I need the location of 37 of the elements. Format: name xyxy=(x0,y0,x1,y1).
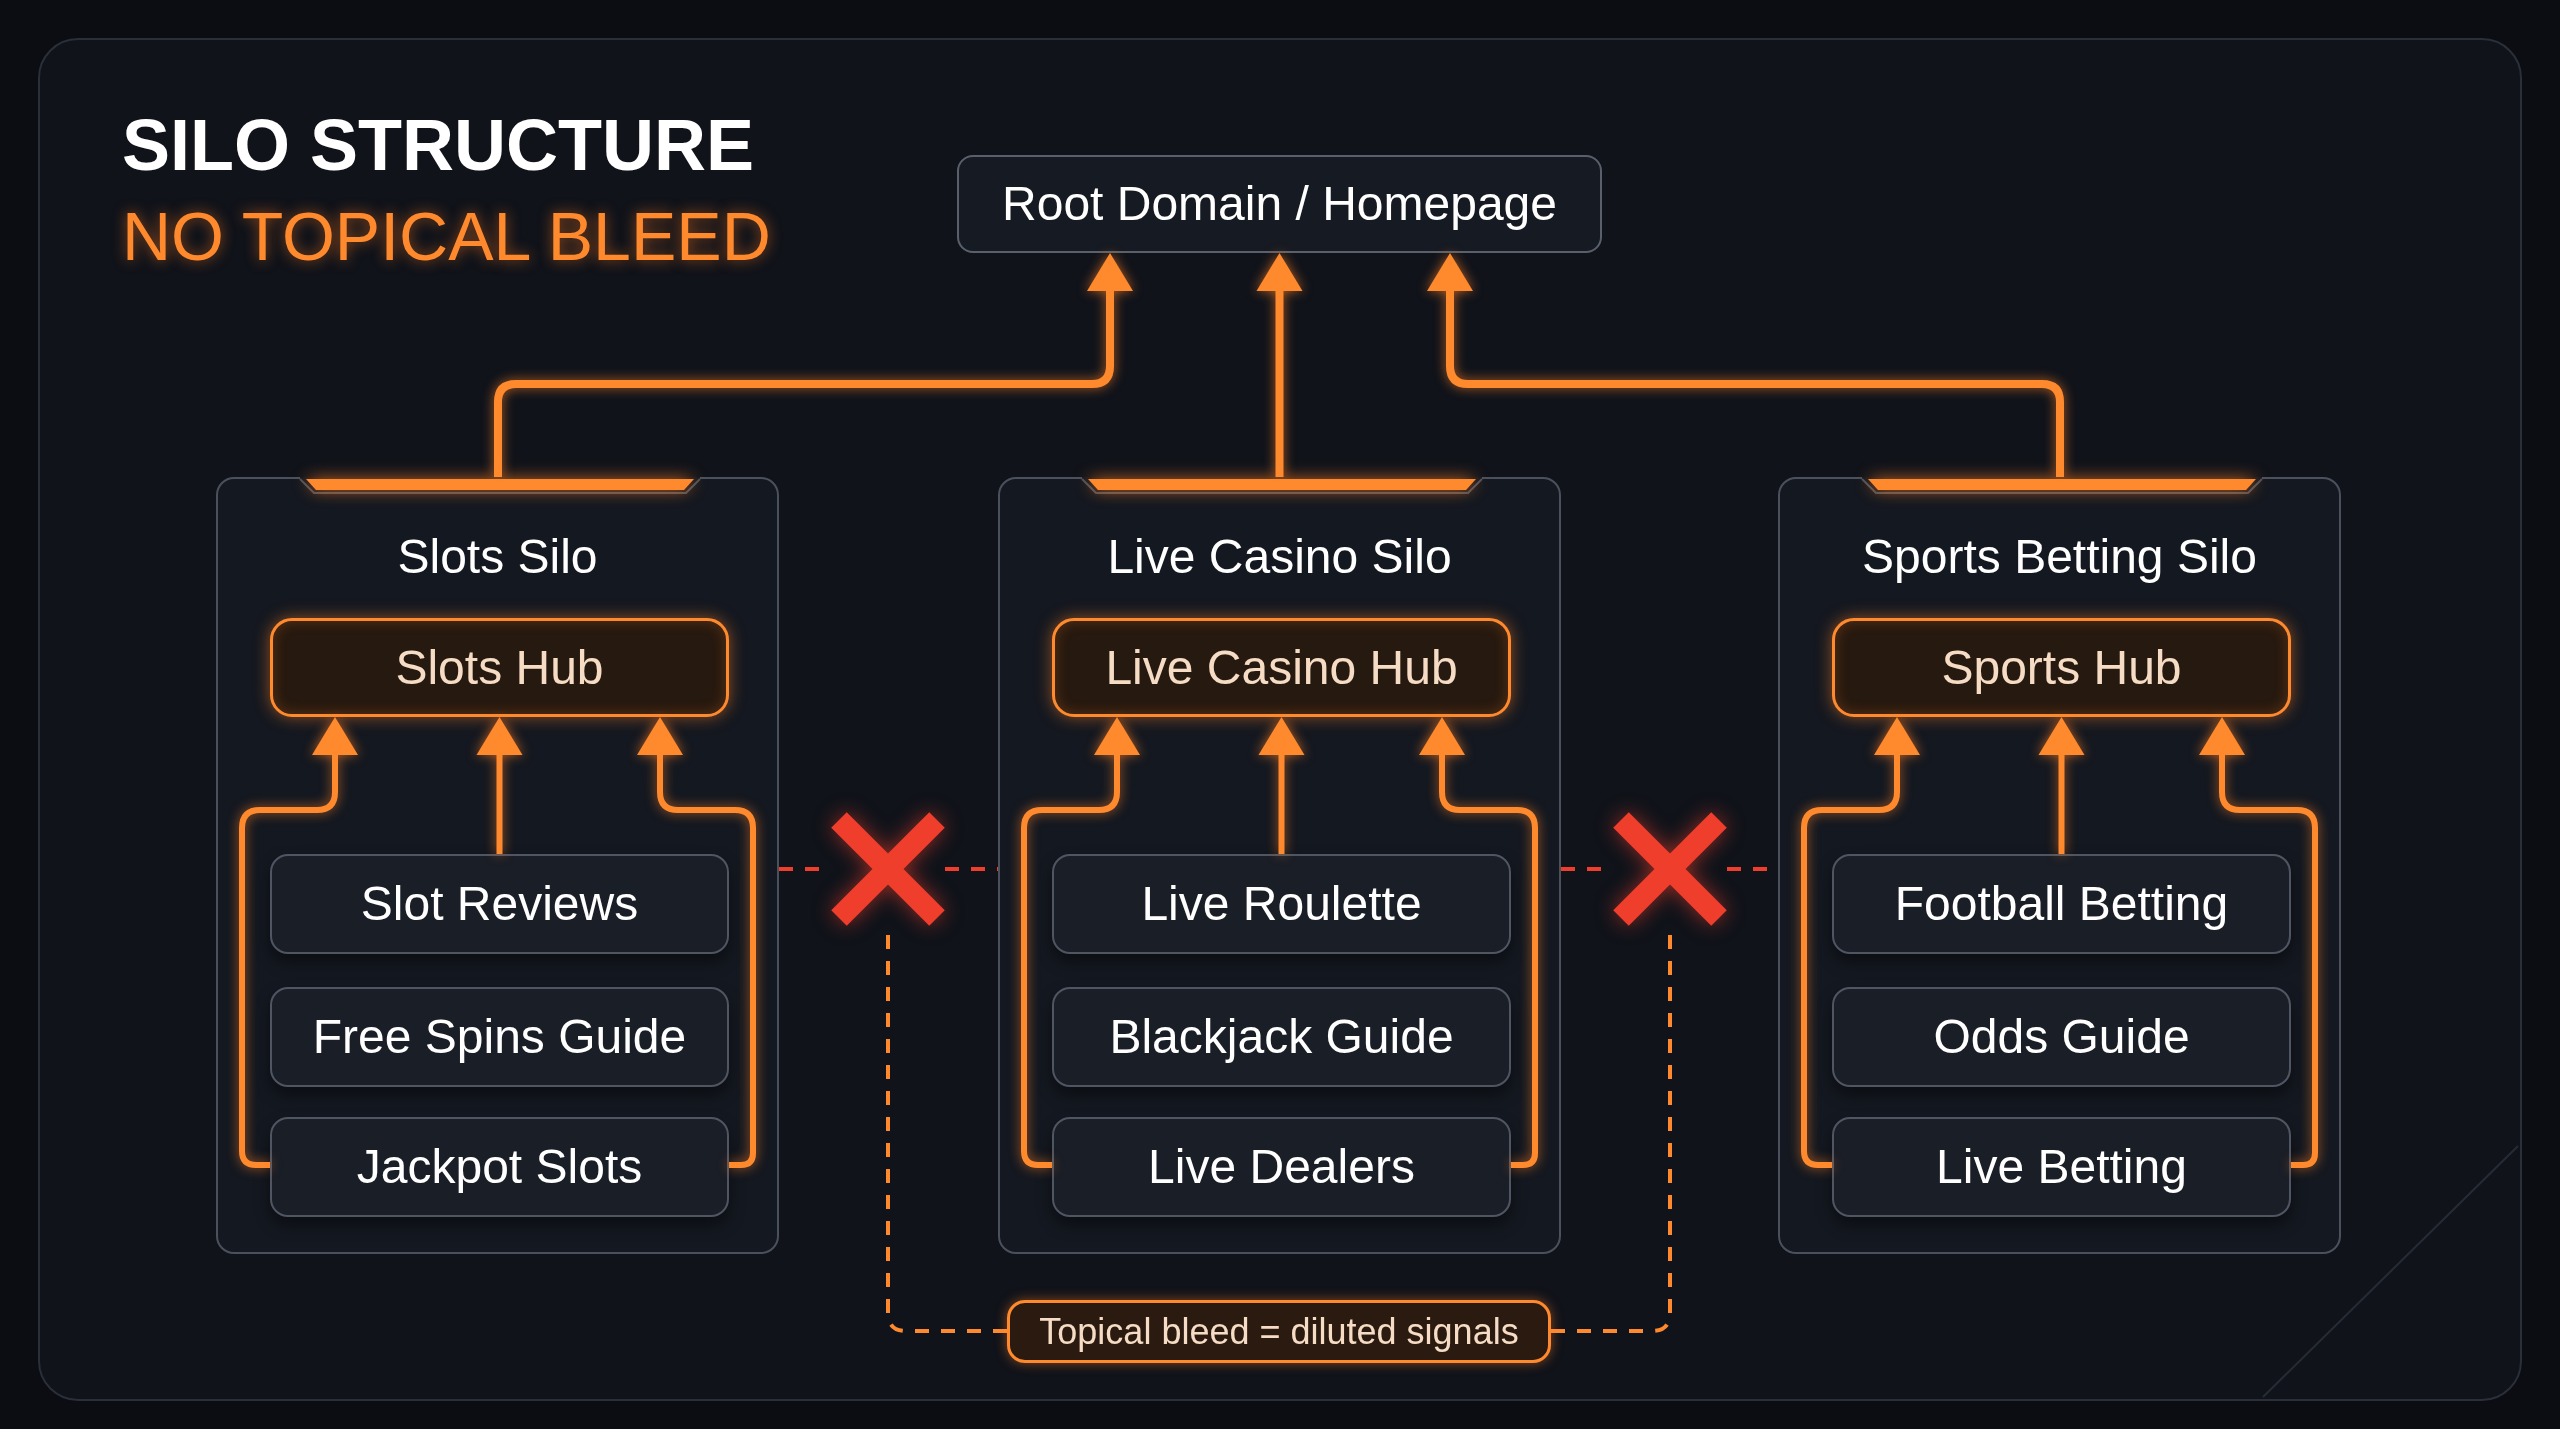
root-page-box: Root Domain / Homepage xyxy=(957,155,1602,253)
diagram-subtitle: NO TOPICAL BLEED xyxy=(122,202,771,270)
arrow xyxy=(1256,253,1303,477)
hub-page-box: Slots Hub xyxy=(270,618,729,717)
arrow xyxy=(637,717,756,1168)
dashed-line xyxy=(945,867,998,871)
hub-page-box: Live Casino Hub xyxy=(1052,618,1511,717)
arrow xyxy=(476,717,523,854)
arrow xyxy=(1801,717,1920,1168)
page-box: Blackjack Guide xyxy=(1052,987,1511,1087)
silo-panel xyxy=(216,477,779,1254)
cross-mark-icon xyxy=(831,812,945,926)
diagram-title: SILO STRUCTURE xyxy=(122,109,754,181)
arrow xyxy=(2038,717,2085,854)
arrow xyxy=(1427,253,2064,477)
page-box: Live Betting xyxy=(1832,1117,2291,1217)
arrow xyxy=(1021,717,1140,1168)
page-box: Slot Reviews xyxy=(270,854,729,954)
silo-title: Slots Silo xyxy=(397,529,598,585)
hub-page-box: Sports Hub xyxy=(1832,618,2291,717)
silo-title: Sports Betting Silo xyxy=(1862,529,2257,585)
page-box: Live Dealers xyxy=(1052,1117,1511,1217)
page-box: Jackpot Slots xyxy=(270,1117,729,1217)
arrow xyxy=(1258,717,1305,854)
arrow xyxy=(494,253,1133,477)
arrow xyxy=(239,717,358,1168)
page-box: Odds Guide xyxy=(1832,987,2291,1087)
page-box: Football Betting xyxy=(1832,854,2291,954)
silo-title: Live Casino Silo xyxy=(1107,529,1452,585)
note-box: Topical bleed = diluted signals xyxy=(1007,1300,1551,1363)
arrow xyxy=(2199,717,2318,1168)
silo-panel xyxy=(998,477,1561,1254)
page-box: Free Spins Guide xyxy=(270,987,729,1087)
page-box: Live Roulette xyxy=(1052,854,1511,954)
cross-mark-icon xyxy=(1613,812,1727,926)
arrow xyxy=(1419,717,1538,1168)
silo-panel xyxy=(1778,477,2341,1254)
